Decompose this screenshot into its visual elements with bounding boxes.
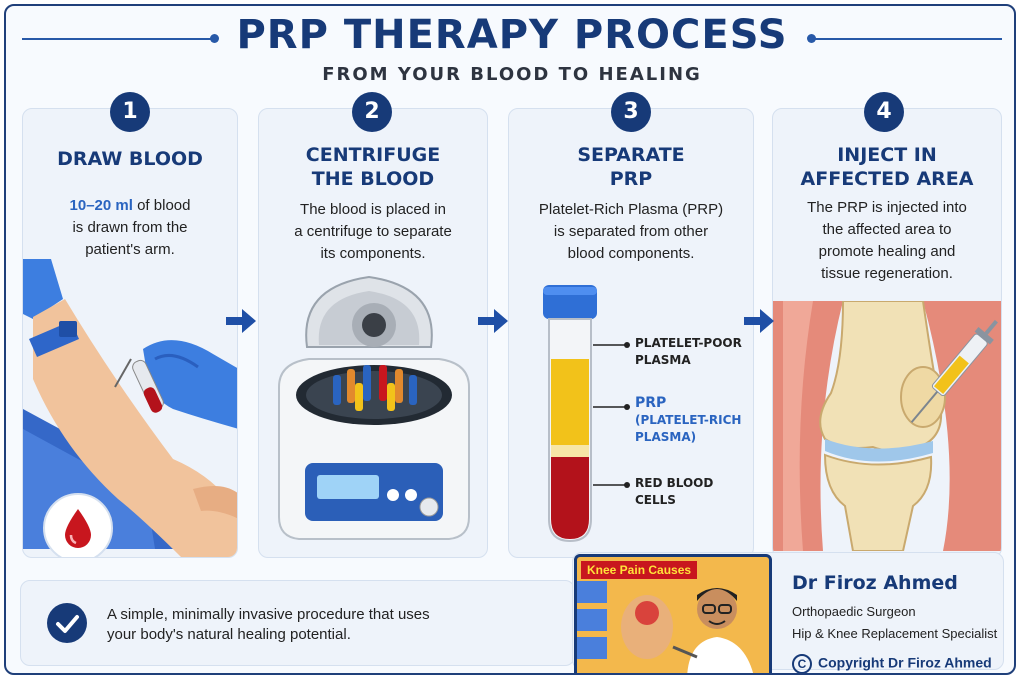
step-description: 10–20 ml of blood is drawn from the pati…	[69, 197, 191, 258]
step-title: CENTRIFUGE THE BLOOD	[305, 144, 441, 190]
label-red-blood-cells: RED BLOOD CELLS	[635, 476, 714, 507]
step-card-centrifuge: CENTRIFUGE THE BLOOD The blood is placed…	[258, 108, 488, 558]
step-number-3: 3	[611, 92, 651, 132]
step-description: The blood is placed in a centrifuge to s…	[294, 201, 452, 262]
step-card-separate-prp: SEPARATE PRP Platelet-Rich Plasma (PRP) …	[508, 108, 754, 558]
doctor-name: Dr Firoz Ahmed	[792, 572, 958, 594]
thumbnail-title: Knee Pain Causes	[581, 561, 698, 579]
blood-amount: 10–20 ml	[69, 197, 133, 214]
arrow-right-icon	[744, 309, 774, 333]
blood-drop-icon	[65, 509, 91, 548]
step-description: Platelet-Rich Plasma (PRP) is separated …	[538, 201, 724, 262]
video-thumbnail[interactable]: Knee Pain Causes	[574, 554, 772, 673]
knee-joint-icon	[773, 301, 1001, 551]
centrifuge-icon	[278, 275, 470, 540]
header-dot-left	[210, 34, 219, 43]
step-card-draw-blood: DRAW BLOOD 10–20 ml of blood is drawn fr…	[22, 108, 238, 558]
step-card-inject: INJECT IN AFFECTED AREA The PRP is injec…	[772, 108, 1002, 558]
infographic-frame: PRP THERAPY PROCESS FROM YOUR BLOOD TO H…	[4, 4, 1016, 675]
step-number-2: 2	[352, 92, 392, 132]
step-title: INJECT IN AFFECTED AREA	[800, 144, 974, 190]
summary-box: A simple, minimally invasive procedure t…	[20, 580, 575, 666]
header-rule-right	[812, 38, 1002, 40]
header-rule-left	[22, 38, 212, 40]
step-description: The PRP is injected into the affected ar…	[807, 199, 967, 282]
arrow-right-icon	[478, 309, 508, 333]
page-title: PRP THERAPY PROCESS	[236, 12, 788, 58]
doctor-role: Orthopaedic Surgeon	[792, 604, 916, 619]
step-number-1: 1	[110, 92, 150, 132]
check-icon	[47, 603, 87, 643]
blood-drop-badge	[43, 493, 113, 557]
test-tube-icon	[543, 285, 630, 543]
doctor-specialty: Hip & Knee Replacement Specialist	[792, 626, 998, 641]
step-title: DRAW BLOOD	[57, 148, 203, 170]
step-number-4: 4	[864, 92, 904, 132]
arrow-right-icon	[226, 309, 256, 333]
header-dot-right	[807, 34, 816, 43]
label-prp: PRP (PLATELET-RICH PLASMA)	[635, 395, 742, 444]
copyright-icon: C	[792, 654, 812, 673]
step-title: SEPARATE PRP	[577, 144, 685, 190]
page-subtitle: FROM YOUR BLOOD TO HEALING	[322, 64, 702, 85]
summary-text: A simple, minimally invasive procedure t…	[107, 606, 430, 643]
label-platelet-poor-plasma: PLATELET-POOR PLASMA	[635, 336, 742, 367]
doctor-portrait-icon	[577, 581, 754, 673]
